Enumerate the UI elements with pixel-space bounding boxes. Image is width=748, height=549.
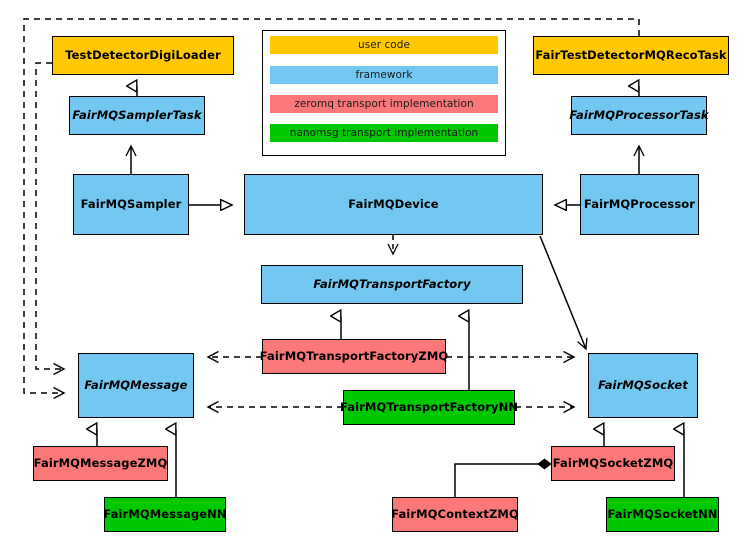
edge-contextzmq-to-socketzmq <box>454 458 552 497</box>
class-node-label: FairMQDevice <box>348 196 439 211</box>
class-node-label: FairMQProcessorTask <box>569 107 709 122</box>
class-node-fairmqsocket[interactable]: FairMQSocket <box>588 353 698 418</box>
legend-item-user-code: user code <box>270 36 498 54</box>
class-node-label: FairMQSamplerTask <box>72 107 202 122</box>
class-node-fairmqtransportfactorynn[interactable]: FairMQTransportFactoryNN <box>339 390 519 425</box>
class-node-fairmqprocessortask[interactable]: FairMQProcessorTask <box>569 96 709 135</box>
class-node-label: FairMQMessage <box>84 377 188 392</box>
class-node-fairmqsamplertask[interactable]: FairMQSamplerTask <box>69 96 205 135</box>
legend-item-label: user code <box>357 39 410 51</box>
class-node-fairmqtransportfactoryzmq[interactable]: FairMQTransportFactoryZMQ <box>259 339 449 374</box>
legend-item-nanomsg: nanomsg transport implementation <box>270 124 498 142</box>
class-node-label: FairMQSocket <box>598 377 688 392</box>
edge-device-to-socket <box>539 235 588 351</box>
class-node-fairmqdevice[interactable]: FairMQDevice <box>244 174 543 235</box>
class-node-label: FairTestDetectorMQRecoTask <box>535 47 727 62</box>
class-node-fairmqsocketzmq[interactable]: FairMQSocketZMQ <box>551 446 675 481</box>
class-node-testdetectordigiloader[interactable]: TestDetectorDigiLoader <box>52 36 234 75</box>
class-node-label: TestDetectorDigiLoader <box>65 47 221 62</box>
class-node-fairmqtransportfactory[interactable]: FairMQTransportFactory <box>261 265 523 304</box>
class-node-label: FairMQTransportFactory <box>313 276 471 291</box>
class-node-fairtestdetectormqrecotask[interactable]: FairTestDetectorMQRecoTask <box>533 36 729 75</box>
class-node-fairmqmessage[interactable]: FairMQMessage <box>78 353 194 418</box>
class-node-label: FairMQProcessor <box>583 196 696 211</box>
class-node-fairmqmessagezmq[interactable]: FairMQMessageZMQ <box>33 446 168 481</box>
class-node-label: FairMQContextZMQ <box>391 506 519 521</box>
legend-item-label: zeromq transport implementation <box>294 98 474 110</box>
class-node-label: FairMQTransportFactoryZMQ <box>259 348 449 363</box>
class-node-fairmqsocketnn[interactable]: FairMQSocketNN <box>606 497 719 532</box>
edge-digiloader-to-message-inner <box>35 62 64 369</box>
class-node-label: FairMQSampler <box>80 196 182 211</box>
class-node-fairmqprocessor[interactable]: FairMQProcessor <box>580 174 699 235</box>
class-node-fairmqsampler[interactable]: FairMQSampler <box>73 174 189 235</box>
class-node-fairmqcontextzmq[interactable]: FairMQContextZMQ <box>391 497 519 532</box>
legend-item-framework: framework <box>270 66 498 84</box>
class-node-label: FairMQMessageZMQ <box>33 455 168 470</box>
legend-item-label: framework <box>355 69 413 81</box>
legend-item-label: nanomsg transport implementation <box>289 127 479 139</box>
class-node-fairmqmessagenn[interactable]: FairMQMessageNN <box>103 497 227 532</box>
class-node-label: FairMQMessageNN <box>103 506 227 521</box>
class-node-label: FairMQTransportFactoryNN <box>339 399 519 414</box>
class-node-label: FairMQSocketZMQ <box>552 455 674 470</box>
class-node-label: FairMQSocketNN <box>607 506 718 521</box>
legend-item-zeromq: zeromq transport implementation <box>270 95 498 113</box>
